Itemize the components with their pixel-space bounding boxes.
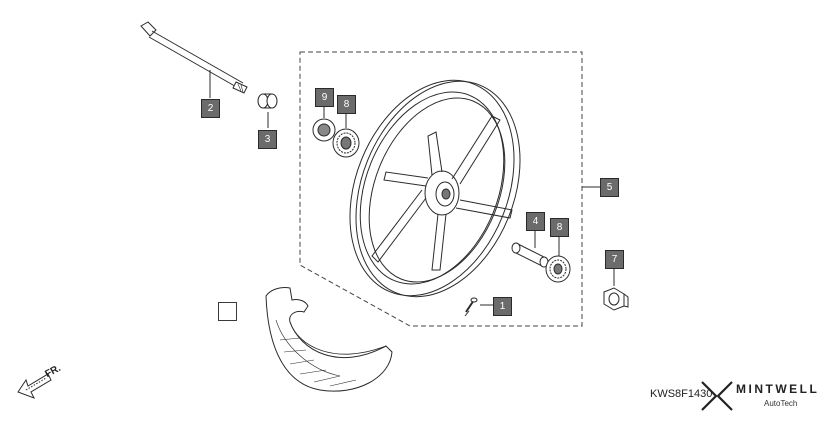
callout-spacer[interactable]: 3 bbox=[258, 130, 277, 149]
callout-wheel[interactable]: 5 bbox=[600, 178, 619, 197]
callout-dust-seal[interactable]: 9 bbox=[315, 88, 334, 107]
tire-drawing bbox=[265, 287, 393, 392]
axle-spacer-drawing bbox=[257, 93, 278, 109]
brand-subtitle: AutoTech bbox=[764, 399, 798, 408]
assembly-outline bbox=[299, 51, 583, 327]
callout-collar[interactable]: 4 bbox=[526, 212, 545, 231]
callout-valve[interactable]: 1 bbox=[493, 297, 512, 316]
wheel-drawing bbox=[349, 79, 521, 298]
mintwell-logo bbox=[701, 381, 733, 411]
callout-bearing-left[interactable]: 8 bbox=[337, 95, 356, 114]
callout-axle-bolt[interactable]: 2 bbox=[201, 99, 220, 118]
bearing-right-drawing bbox=[545, 255, 571, 283]
callout-tire[interactable] bbox=[218, 302, 237, 321]
collar-drawing bbox=[511, 242, 549, 268]
axle-nut-drawing bbox=[603, 287, 629, 311]
bearing-left-drawing bbox=[332, 128, 360, 158]
axle-bolt bbox=[140, 21, 248, 94]
diagram-code: KWS8F1430 bbox=[650, 388, 713, 400]
dust-seal-drawing bbox=[312, 118, 336, 142]
callout-bearing-right[interactable]: 8 bbox=[550, 218, 569, 237]
valve-drawing bbox=[464, 297, 478, 317]
callout-axle-nut[interactable]: 7 bbox=[605, 250, 624, 269]
brand-name: MINTWELL bbox=[736, 382, 820, 396]
front-direction-arrow bbox=[17, 373, 52, 399]
